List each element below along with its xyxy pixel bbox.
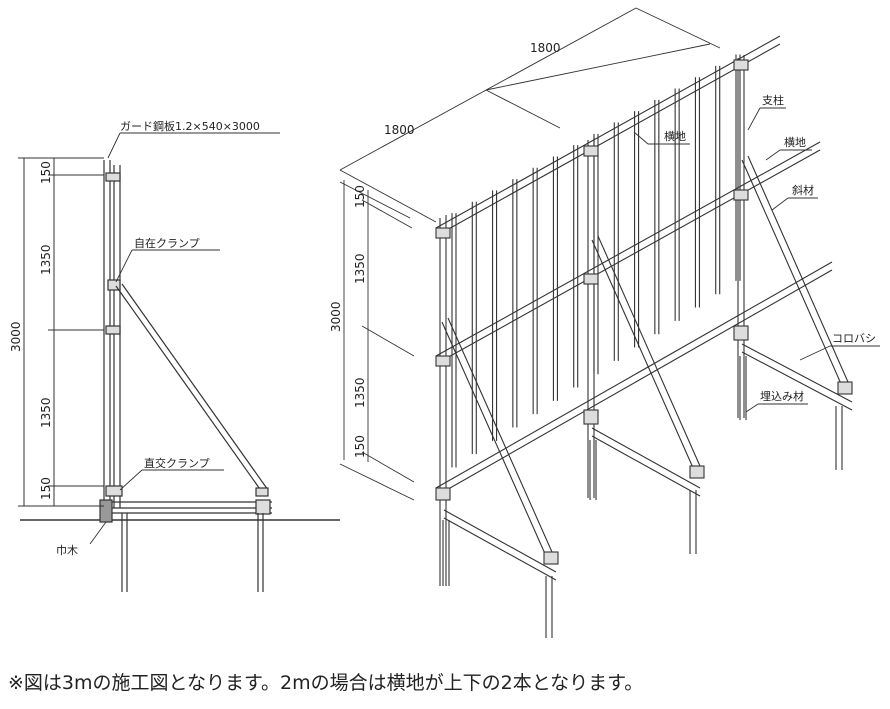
label-roller: コロバシ	[832, 332, 876, 345]
side-clamp-top	[105, 172, 121, 182]
side-clamp-bottom	[105, 485, 123, 497]
side-dim-lower: 1350	[39, 397, 53, 428]
caption: ※図は3mの施工図となります。2mの場合は横地が上下の2本となります。	[8, 672, 644, 694]
side-dim-bottom: 150	[39, 477, 53, 500]
side-dim-top: 150	[39, 161, 53, 184]
side-ground-tube	[104, 501, 272, 514]
side-view	[18, 132, 340, 592]
iso-rail-mid	[435, 141, 821, 365]
label-horizontal-inner: 横地	[664, 129, 686, 143]
side-end-clamp	[255, 499, 271, 515]
side-dimension	[18, 157, 104, 507]
side-dim-total: 3000	[9, 321, 23, 352]
side-brace	[115, 283, 269, 493]
label-horizontal-outer: 横地	[784, 135, 806, 149]
iso-view	[339, 7, 880, 638]
label-brace: 斜材	[792, 183, 814, 197]
iso-posts	[439, 55, 745, 586]
side-clamp-mid	[105, 325, 121, 335]
side-brace-clamp	[255, 487, 269, 497]
side-stakes	[121, 513, 264, 592]
iso-ground-tubes	[443, 343, 853, 581]
side-baseboard	[99, 499, 113, 523]
iso-clamps	[435, 59, 853, 565]
iso-stakes	[442, 356, 843, 638]
iso-dim-total: 3000	[329, 301, 343, 332]
cross-clamp-label: 直交クランプ	[144, 456, 210, 470]
iso-dim-bottom: 150	[353, 435, 367, 458]
side-clamp-free	[107, 279, 121, 291]
iso-dimension-span	[339, 7, 721, 223]
iso-braces	[441, 155, 849, 557]
iso-rail-bottom	[435, 261, 833, 497]
iso-dim-top: 150	[353, 185, 367, 208]
label-embedded: 埋込み材	[760, 389, 804, 403]
iso-dimension-height	[339, 180, 415, 501]
iso-dim-span-back: 1800	[530, 41, 561, 55]
iso-dim-span-front: 1800	[384, 123, 415, 137]
iso-guard-plates	[451, 54, 741, 468]
side-dim-upper: 1350	[39, 244, 53, 275]
iso-dim-lower: 1350	[353, 377, 367, 408]
free-clamp-label: 自在クランプ	[134, 237, 200, 250]
iso-dim-upper: 1350	[353, 253, 367, 284]
iso-rail-top	[435, 35, 781, 237]
label-post: 支柱	[762, 93, 784, 107]
guard-plate-label: ガード鋼板1.2×540×3000	[120, 119, 260, 133]
baseboard-label: 巾木	[56, 543, 78, 557]
